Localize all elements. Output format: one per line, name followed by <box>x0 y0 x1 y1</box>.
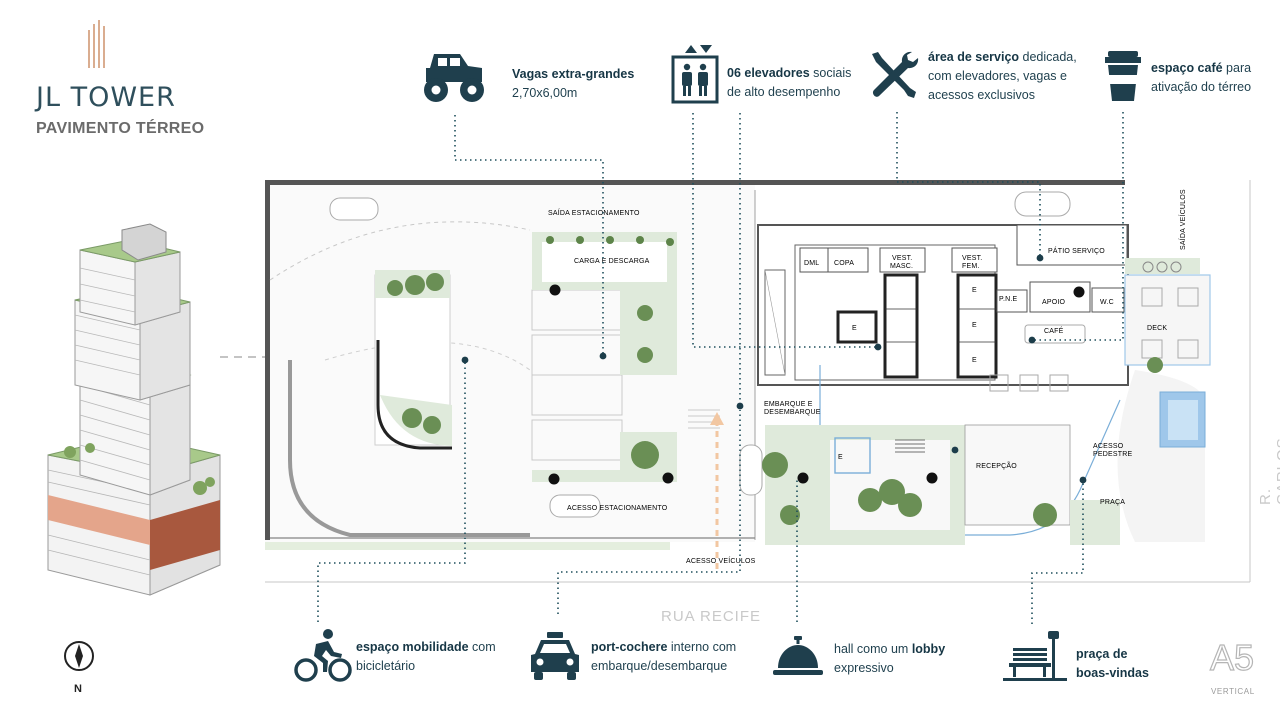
tools-icon <box>872 51 919 98</box>
feature-lobby-bold: lobby <box>911 642 946 656</box>
label-embarque-1: EMBARQUE E <box>764 401 813 408</box>
label-acesso-veiculos: ACESSO VEÍCULOS <box>686 556 756 565</box>
label-embarque-2: DESEMBARQUE <box>764 409 821 416</box>
label-recepcao: RECEPÇÃO <box>976 461 1017 470</box>
label-cafe: CAFÉ <box>1044 326 1064 335</box>
feature-cafe-bold: espaço café <box>1151 61 1223 75</box>
feature-mobilidade-text: com bicicletário <box>356 640 496 673</box>
developer-mark: A5 <box>1210 637 1254 678</box>
feature-praca-bold: praça de boas-vindas <box>1076 647 1149 680</box>
feature-port-cochere-text: interno com embarque/desembarque <box>591 640 737 673</box>
label-elevator-2: E <box>972 287 977 294</box>
developer-logo: A5 <box>1209 636 1254 678</box>
feature-port-cochere: port-cochere interno com embarque/desemb… <box>591 638 766 676</box>
feature-elevadores-bold: 06 elevadores <box>727 66 810 80</box>
monster-truck-icon <box>424 54 484 102</box>
label-elevator-3: E <box>972 322 977 329</box>
coffee-cup-icon <box>1105 51 1141 101</box>
page-subtitle: PAVIMENTO TÉRREO <box>36 120 205 137</box>
label-vest-masc-2: MASC. <box>890 263 913 270</box>
feature-elevadores: 06 elevadores sociais de alto desempenho <box>727 64 862 102</box>
feature-port-cochere-bold: port-cochere <box>591 640 668 654</box>
street-carlos-de-carvalho: R. CARLOS DE CARVALHO <box>1257 437 1280 505</box>
label-wc: W.C <box>1100 299 1114 306</box>
label-vest-masc-1: VEST. <box>892 255 912 262</box>
label-acesso-pedestre-1: ACESSO <box>1093 443 1124 450</box>
label-elevator-5: E <box>838 454 843 461</box>
label-vest-fem-2: FEM. <box>962 263 980 270</box>
label-acesso-estacionamento: ACESSO ESTACIONAMENTO <box>567 505 668 512</box>
feature-vagas-text: 2,70x6,00m <box>512 86 578 100</box>
feature-servico: área de serviço dedicada, com elevadores… <box>928 48 1088 105</box>
feature-praca: praça de boas-vindas <box>1076 645 1161 683</box>
feature-mobilidade: espaço mobilidade com bicicletário <box>356 638 511 676</box>
feature-servico-text: dedicada, com elevadores, vagas e acesso… <box>928 50 1077 102</box>
feature-vagas-bold: Vagas extra-grandes <box>512 67 635 81</box>
feature-elevadores-text: sociais de alto desempenho <box>727 66 852 99</box>
feature-vagas: Vagas extra-grandes 2,70x6,00m <box>512 65 652 103</box>
label-elevator-1: E <box>852 325 857 332</box>
label-saida-estacionamento: SAÍDA ESTACIONAMENTO <box>548 208 640 217</box>
label-vest-fem-1: VEST. <box>962 255 982 262</box>
label-dml: DML <box>804 260 819 267</box>
compass-icon <box>64 641 94 671</box>
label-copa: COPA <box>834 260 854 267</box>
label-apoio: APOIO <box>1042 299 1066 306</box>
label-elevator-4: E <box>972 357 977 364</box>
feature-lobby: hall como um lobby expressivo <box>834 640 974 678</box>
reception-bell-icon <box>773 636 823 675</box>
compass-north-label: N <box>74 683 82 695</box>
brand-logo-mark <box>88 20 105 68</box>
label-patio-servico: PÁTIO SERVIÇO <box>1048 246 1105 255</box>
floor-plan: SAÍDA ESTACIONAMENTO CARGA E DESCARGA AC… <box>220 180 1251 583</box>
feature-lobby-text: expressivo <box>834 661 894 675</box>
park-bench-icon <box>1003 631 1067 681</box>
label-praca: PRAÇA <box>1100 499 1125 506</box>
label-pne: P.N.E <box>999 296 1018 303</box>
street-rua-recife: RUA RECIFE <box>661 608 762 625</box>
tower-illustration <box>47 223 221 596</box>
feature-cafe-text: para ativação do térreo <box>1151 61 1252 94</box>
elevator-icon <box>671 45 719 104</box>
taxi-icon <box>531 632 579 680</box>
feature-mobilidade-bold: espaço mobilidade <box>356 640 469 654</box>
feature-cafe: espaço café para ativação do térreo <box>1151 59 1271 97</box>
developer-name: VERTICAL <box>1211 687 1255 696</box>
label-deck: DECK <box>1147 325 1167 332</box>
brand-name: JL TOWER <box>36 82 176 113</box>
label-carga-descarga: CARGA E DESCARGA <box>574 258 650 265</box>
label-acesso-pedestre-2: PEDESTRE <box>1093 451 1132 458</box>
feature-servico-bold: área de serviço <box>928 50 1020 64</box>
feature-lobby-pre: hall como um <box>834 642 912 656</box>
cyclist-icon <box>294 629 352 682</box>
label-saida-veiculos: SAÍDA VEÍCULOS <box>1178 189 1187 250</box>
